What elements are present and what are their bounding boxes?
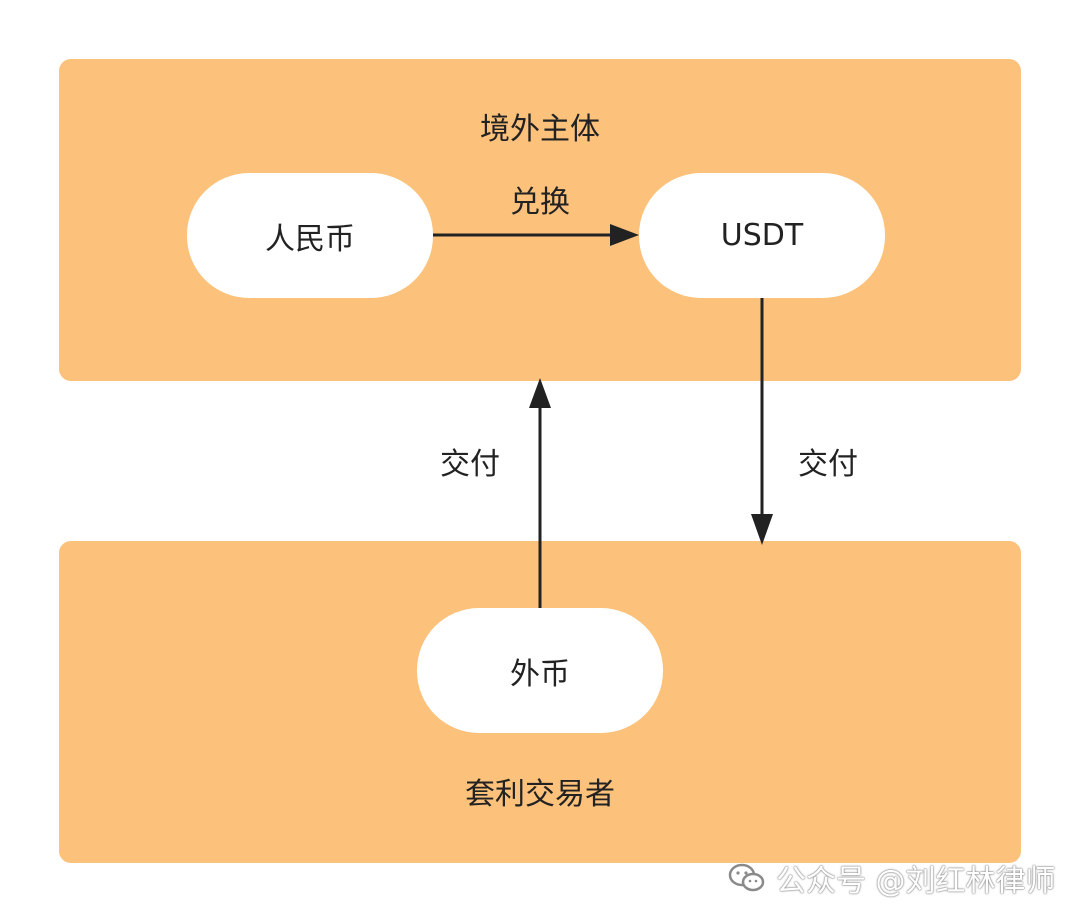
rmb-node: 人民币 (187, 173, 433, 298)
deliver-label-left: 交付 (440, 447, 500, 482)
foreign-currency-node: 外币 (417, 608, 663, 733)
arbitrage-trader-title: 套利交易者 (465, 777, 615, 812)
deliver-label-right: 交付 (798, 447, 858, 482)
watermark-text: 公众号 @刘红林律师 (776, 864, 1056, 899)
usdt-node: USDT (639, 173, 885, 298)
watermark: 公众号 @刘红林律师 (728, 855, 1056, 901)
wechat-icon (728, 863, 765, 892)
exchange-label: 兑换 (510, 185, 570, 220)
overseas-entity-title: 境外主体 (480, 112, 600, 147)
